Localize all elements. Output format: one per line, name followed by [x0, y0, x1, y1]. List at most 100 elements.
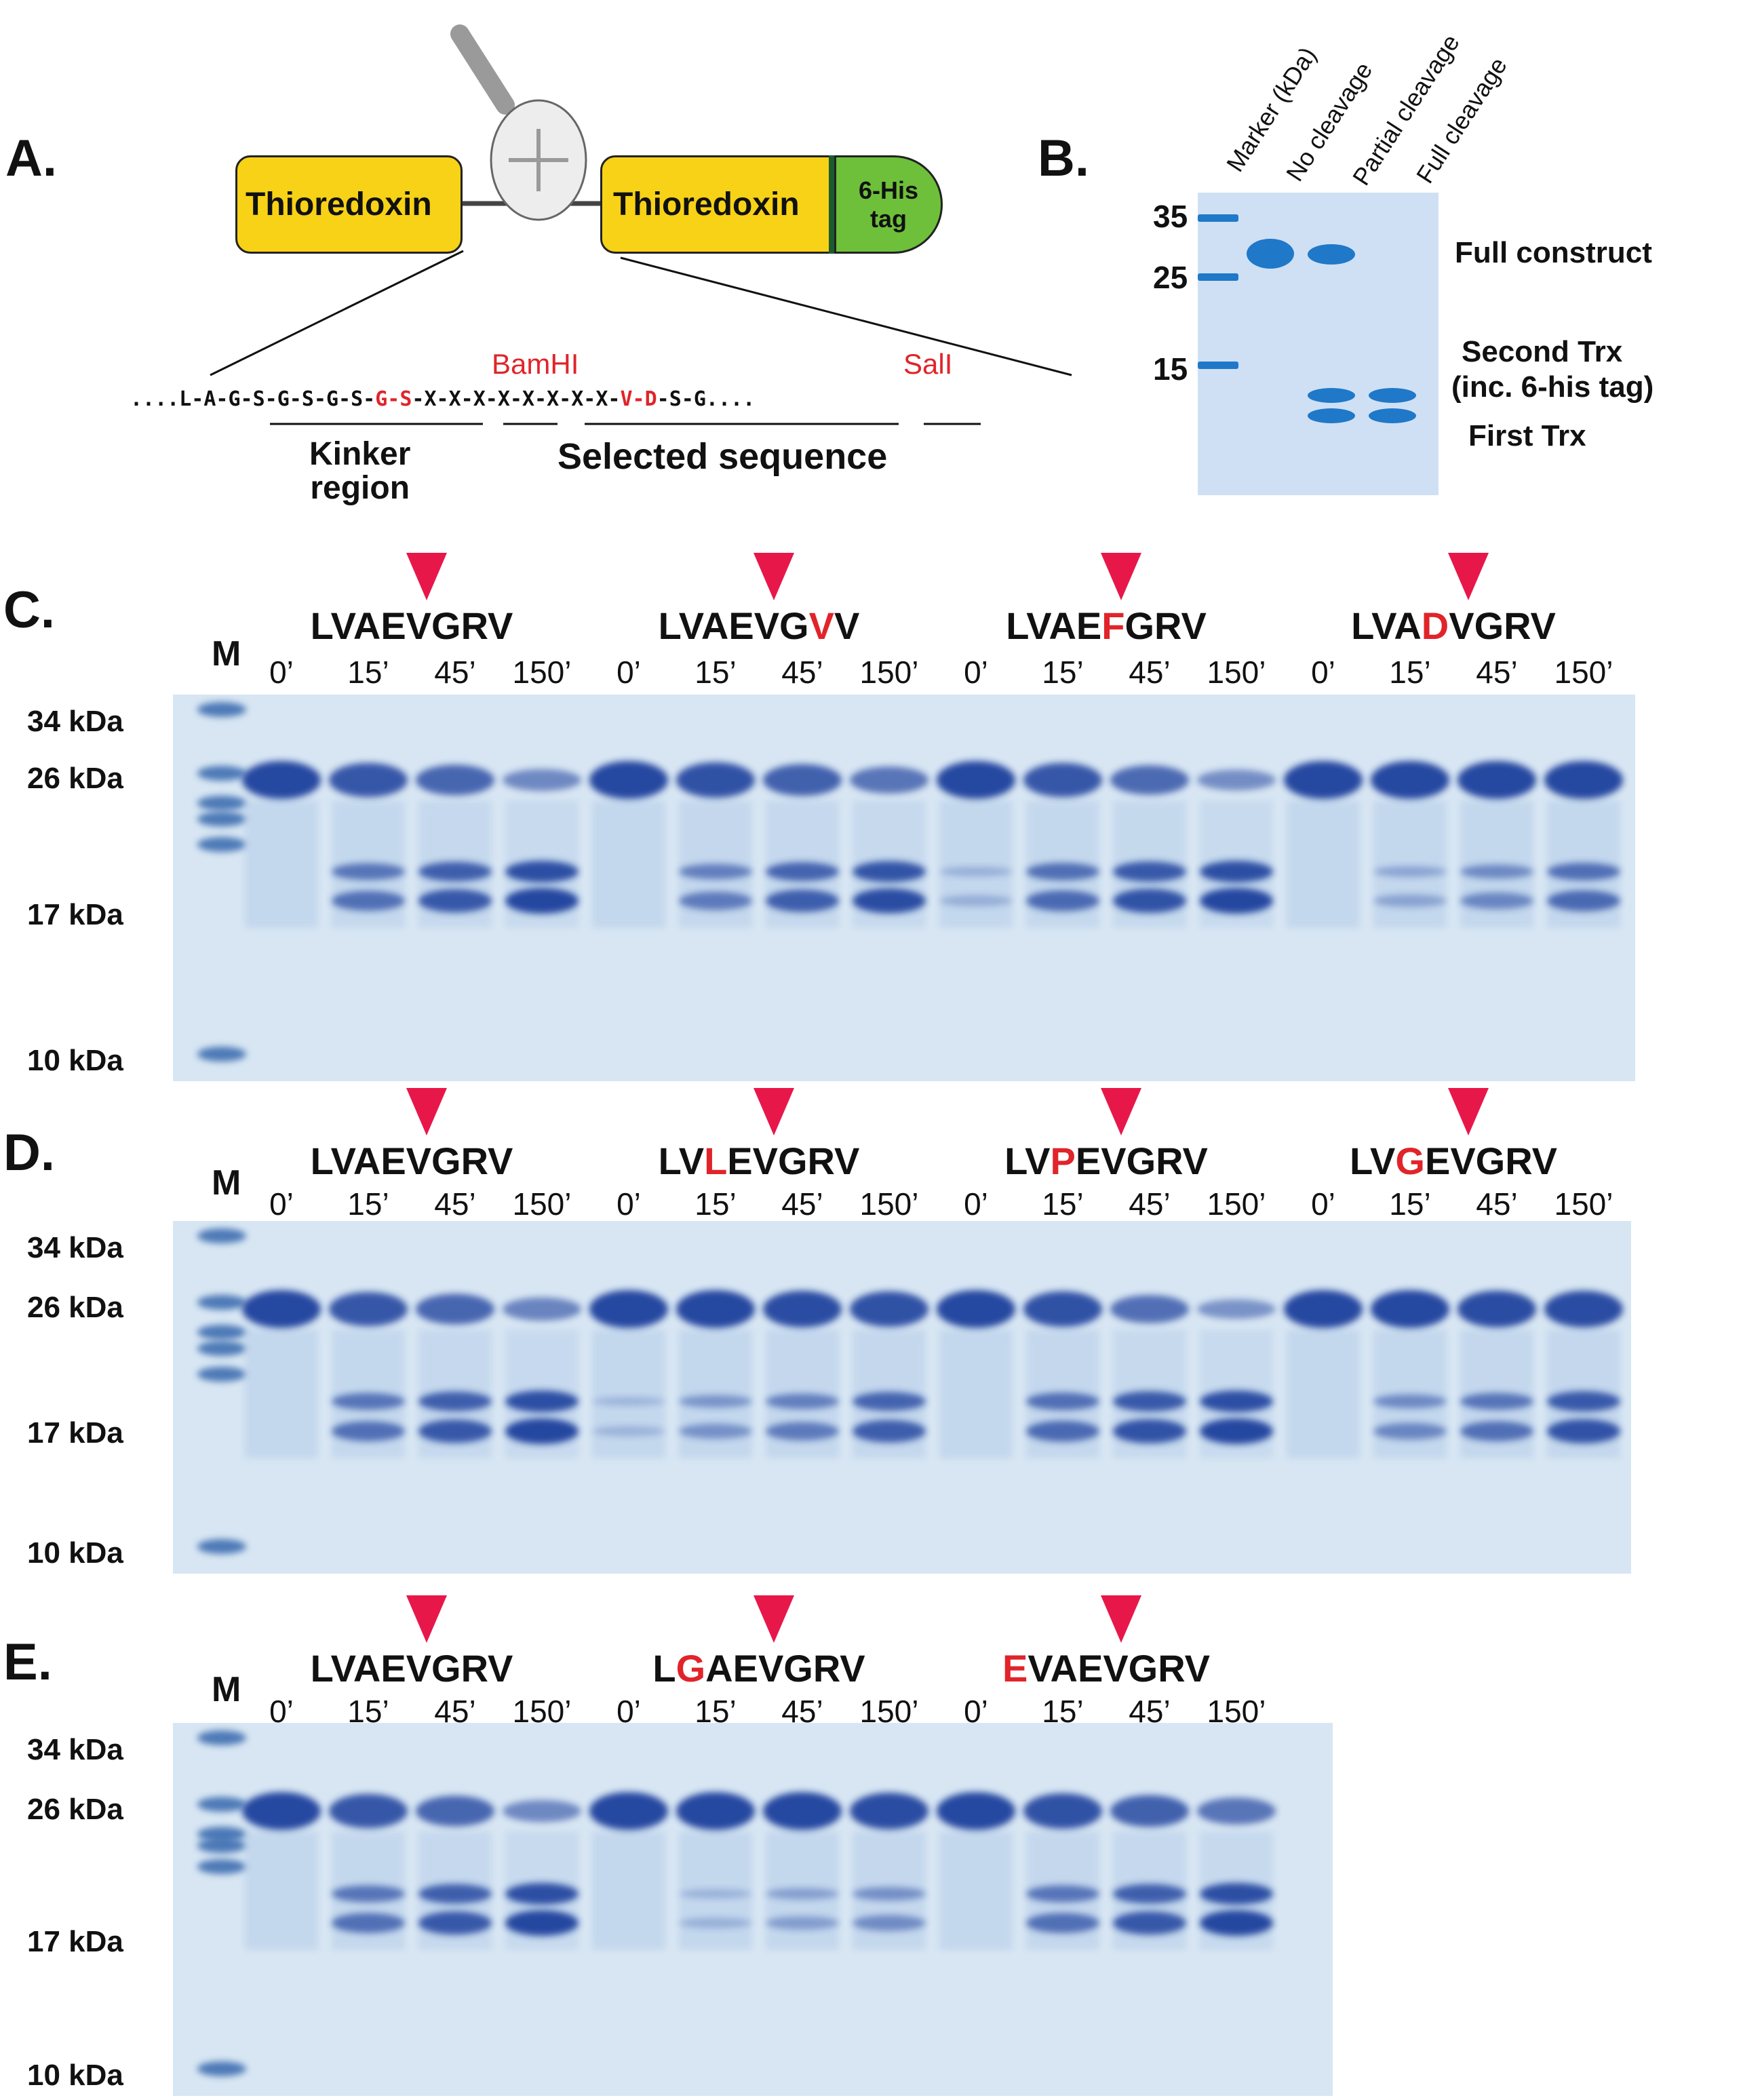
panel-letter: D.	[3, 1124, 55, 1182]
marker-ladder-band	[197, 766, 246, 781]
time-label: 15’	[695, 1186, 737, 1222]
first-trx-band	[1547, 1419, 1620, 1443]
seq-prefix: ....L-A-G-S-G-S-G-S-	[130, 387, 376, 411]
mw-label-17-kda: 17 kDa	[27, 897, 123, 931]
time-label: 0’	[617, 655, 641, 690]
time-label: 45’	[781, 655, 823, 690]
mutated-residue: E	[1002, 1647, 1028, 1690]
sequence-label: LVAEVGRV	[311, 1142, 513, 1180]
marker-ladder-band	[197, 1539, 246, 1554]
time-label: 0’	[1311, 1186, 1335, 1222]
his-tag-box: 6-His tag	[834, 155, 943, 254]
construct-diagram	[210, 24, 1072, 425]
full-construct-band	[937, 1290, 1015, 1328]
time-label: 15’	[695, 1694, 737, 1729]
marker-ladder-band	[197, 811, 246, 827]
first-trx-band	[332, 891, 405, 911]
cleavage-site-arrow	[754, 1088, 794, 1135]
first-trx-band	[418, 1911, 492, 1935]
sequence-segment: VGRV	[1449, 604, 1556, 647]
first-trx-band	[1373, 1422, 1447, 1440]
marker-ladder-band	[197, 1730, 246, 1745]
first-trx-band	[679, 891, 752, 910]
first-trx-band	[1200, 888, 1273, 914]
full-construct-band	[850, 1792, 928, 1830]
sequence-segment: AEVGRV	[705, 1647, 865, 1690]
second-trx-label: Second Trx	[1462, 335, 1623, 368]
full-construct-band	[1023, 762, 1102, 798]
sequence-segment: GRV	[1124, 604, 1207, 647]
mutated-residue: L	[704, 1140, 728, 1182]
marker-label-15: 15	[1153, 351, 1188, 387]
second-trx-band	[679, 1889, 752, 1899]
thioredoxin-box-1: Thioredoxin	[235, 155, 463, 254]
full-construct-band	[1544, 761, 1623, 799]
sequence-label: LVADVGRV	[1351, 607, 1556, 645]
time-label: 0’	[617, 1186, 641, 1222]
panel-a-letter: A.	[5, 130, 57, 187]
full-construct-band	[1284, 1290, 1363, 1328]
first-trx-band	[679, 1918, 752, 1928]
full-construct-band	[850, 1291, 928, 1327]
time-label: 150’	[859, 1186, 919, 1222]
second-trx-band	[853, 1392, 926, 1411]
first-trx-band	[1026, 890, 1099, 912]
sequence-segment: V	[834, 604, 860, 647]
kinker-line-2: region	[310, 470, 410, 507]
cleavage-site-arrow	[406, 553, 447, 600]
first-trx-band	[1460, 892, 1533, 910]
full-construct-band	[676, 762, 755, 798]
full-second-trx-band	[1369, 388, 1416, 403]
time-label: 0’	[269, 1186, 294, 1222]
mutated-residue: V	[808, 604, 834, 647]
full-construct-band	[503, 769, 581, 792]
mw-label-26-kda: 26 kDa	[27, 762, 123, 795]
first-trx-band	[592, 1426, 665, 1437]
first-trx-band	[1026, 1913, 1099, 1933]
partial-second-trx-band	[1308, 388, 1355, 403]
marker-band-35	[1198, 214, 1238, 222]
second-trx-band	[1200, 1391, 1273, 1412]
time-label: 15’	[695, 655, 737, 690]
full-construct-band	[1284, 761, 1363, 799]
marker-lane-label: M	[212, 1163, 241, 1203]
full-construct-band	[1458, 761, 1536, 799]
marker-ladder-band	[197, 1295, 246, 1310]
second-trx-band	[679, 1395, 752, 1408]
marker-ladder-band	[197, 1838, 246, 1853]
time-label: 45’	[1129, 1694, 1171, 1729]
marker-ladder-band	[197, 1859, 246, 1874]
marker-label-25: 25	[1153, 260, 1188, 295]
first-trx-band	[1026, 1420, 1099, 1442]
sequence-segment: LV	[658, 1140, 705, 1182]
bamhi-label: BamHI	[492, 348, 579, 380]
full-construct-band	[329, 762, 408, 798]
time-label: 150’	[859, 655, 919, 690]
full-construct-band	[416, 764, 494, 796]
lane-smear	[245, 1831, 318, 1950]
full-construct-band	[763, 1792, 842, 1830]
first-trx-band	[1200, 1910, 1273, 1936]
full-construct-band	[589, 1290, 668, 1328]
sequence-segment: LVAEVGRV	[310, 1647, 513, 1690]
marker-ladder-band	[197, 1047, 246, 1062]
time-label: 45’	[434, 1186, 476, 1222]
time-label: 45’	[1476, 655, 1518, 690]
full-construct-band	[1371, 1290, 1449, 1328]
sequence-segment: EVGRV	[1424, 1140, 1558, 1182]
kinker-region-label: Kinker region	[309, 437, 410, 507]
marker-ladder-band	[197, 1367, 246, 1382]
cleavage-site-arrow	[754, 553, 794, 600]
second-trx-band	[1547, 863, 1620, 880]
time-label: 150’	[512, 1694, 572, 1729]
second-trx-band	[1113, 861, 1186, 882]
gel-image	[173, 695, 1635, 1081]
time-label: 15’	[1042, 1186, 1084, 1222]
time-label: 45’	[434, 1694, 476, 1729]
time-label: 15’	[347, 1694, 389, 1729]
time-label: 15’	[1389, 655, 1431, 690]
time-label: 0’	[964, 1694, 988, 1729]
second-trx-band	[332, 1393, 405, 1410]
time-label: 15’	[347, 655, 389, 690]
